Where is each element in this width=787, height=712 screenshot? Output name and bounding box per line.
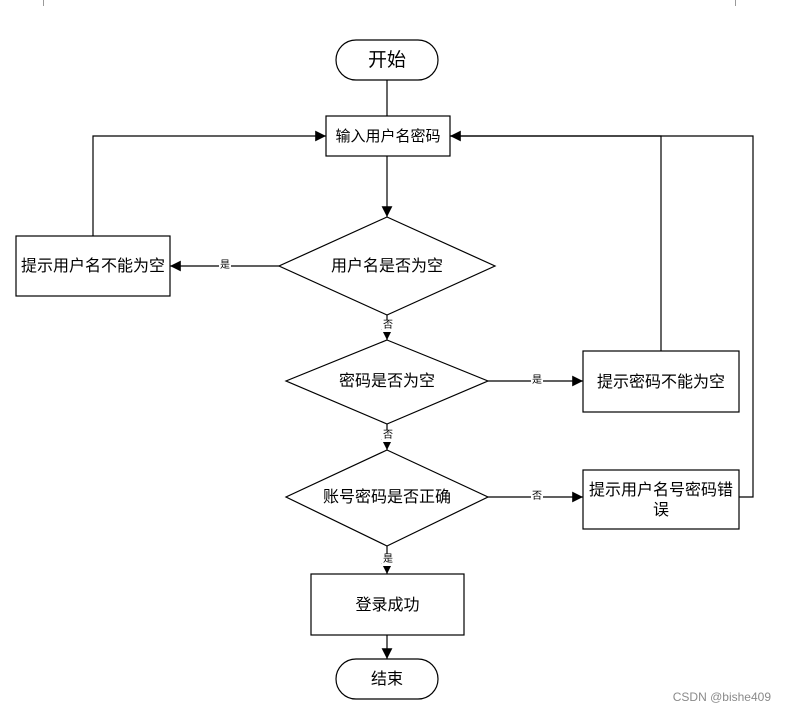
edge-tip-username-loop [92,130,326,236]
check-credentials-decision [284,449,490,547]
tip-password-empty-box [582,350,740,413]
edge-tip-password-loop [450,130,662,351]
edge-label-password-yes: 是 [531,375,543,387]
tip-credentials-wrong-box [582,469,740,530]
edge-tip-credentials-loop [450,135,754,498]
check-password-decision [284,339,490,425]
edge-label-credentials-no: 否 [531,491,543,503]
end-terminal [335,658,439,700]
check-username-decision [277,216,497,316]
edge-label-username-no: 否 [382,320,394,332]
tip-username-empty-box [15,235,171,297]
start-terminal [335,39,439,81]
corner-mark-right [735,0,736,6]
input-process-box [325,115,451,157]
login-success-box [310,573,465,636]
watermark: CSDN @bishe409 [672,690,771,704]
edge-label-username-yes: 是 [219,260,231,272]
corner-mark-left [43,0,44,6]
edge-label-credentials-yes: 是 [382,554,394,566]
edge-label-password-no: 否 [382,430,394,442]
